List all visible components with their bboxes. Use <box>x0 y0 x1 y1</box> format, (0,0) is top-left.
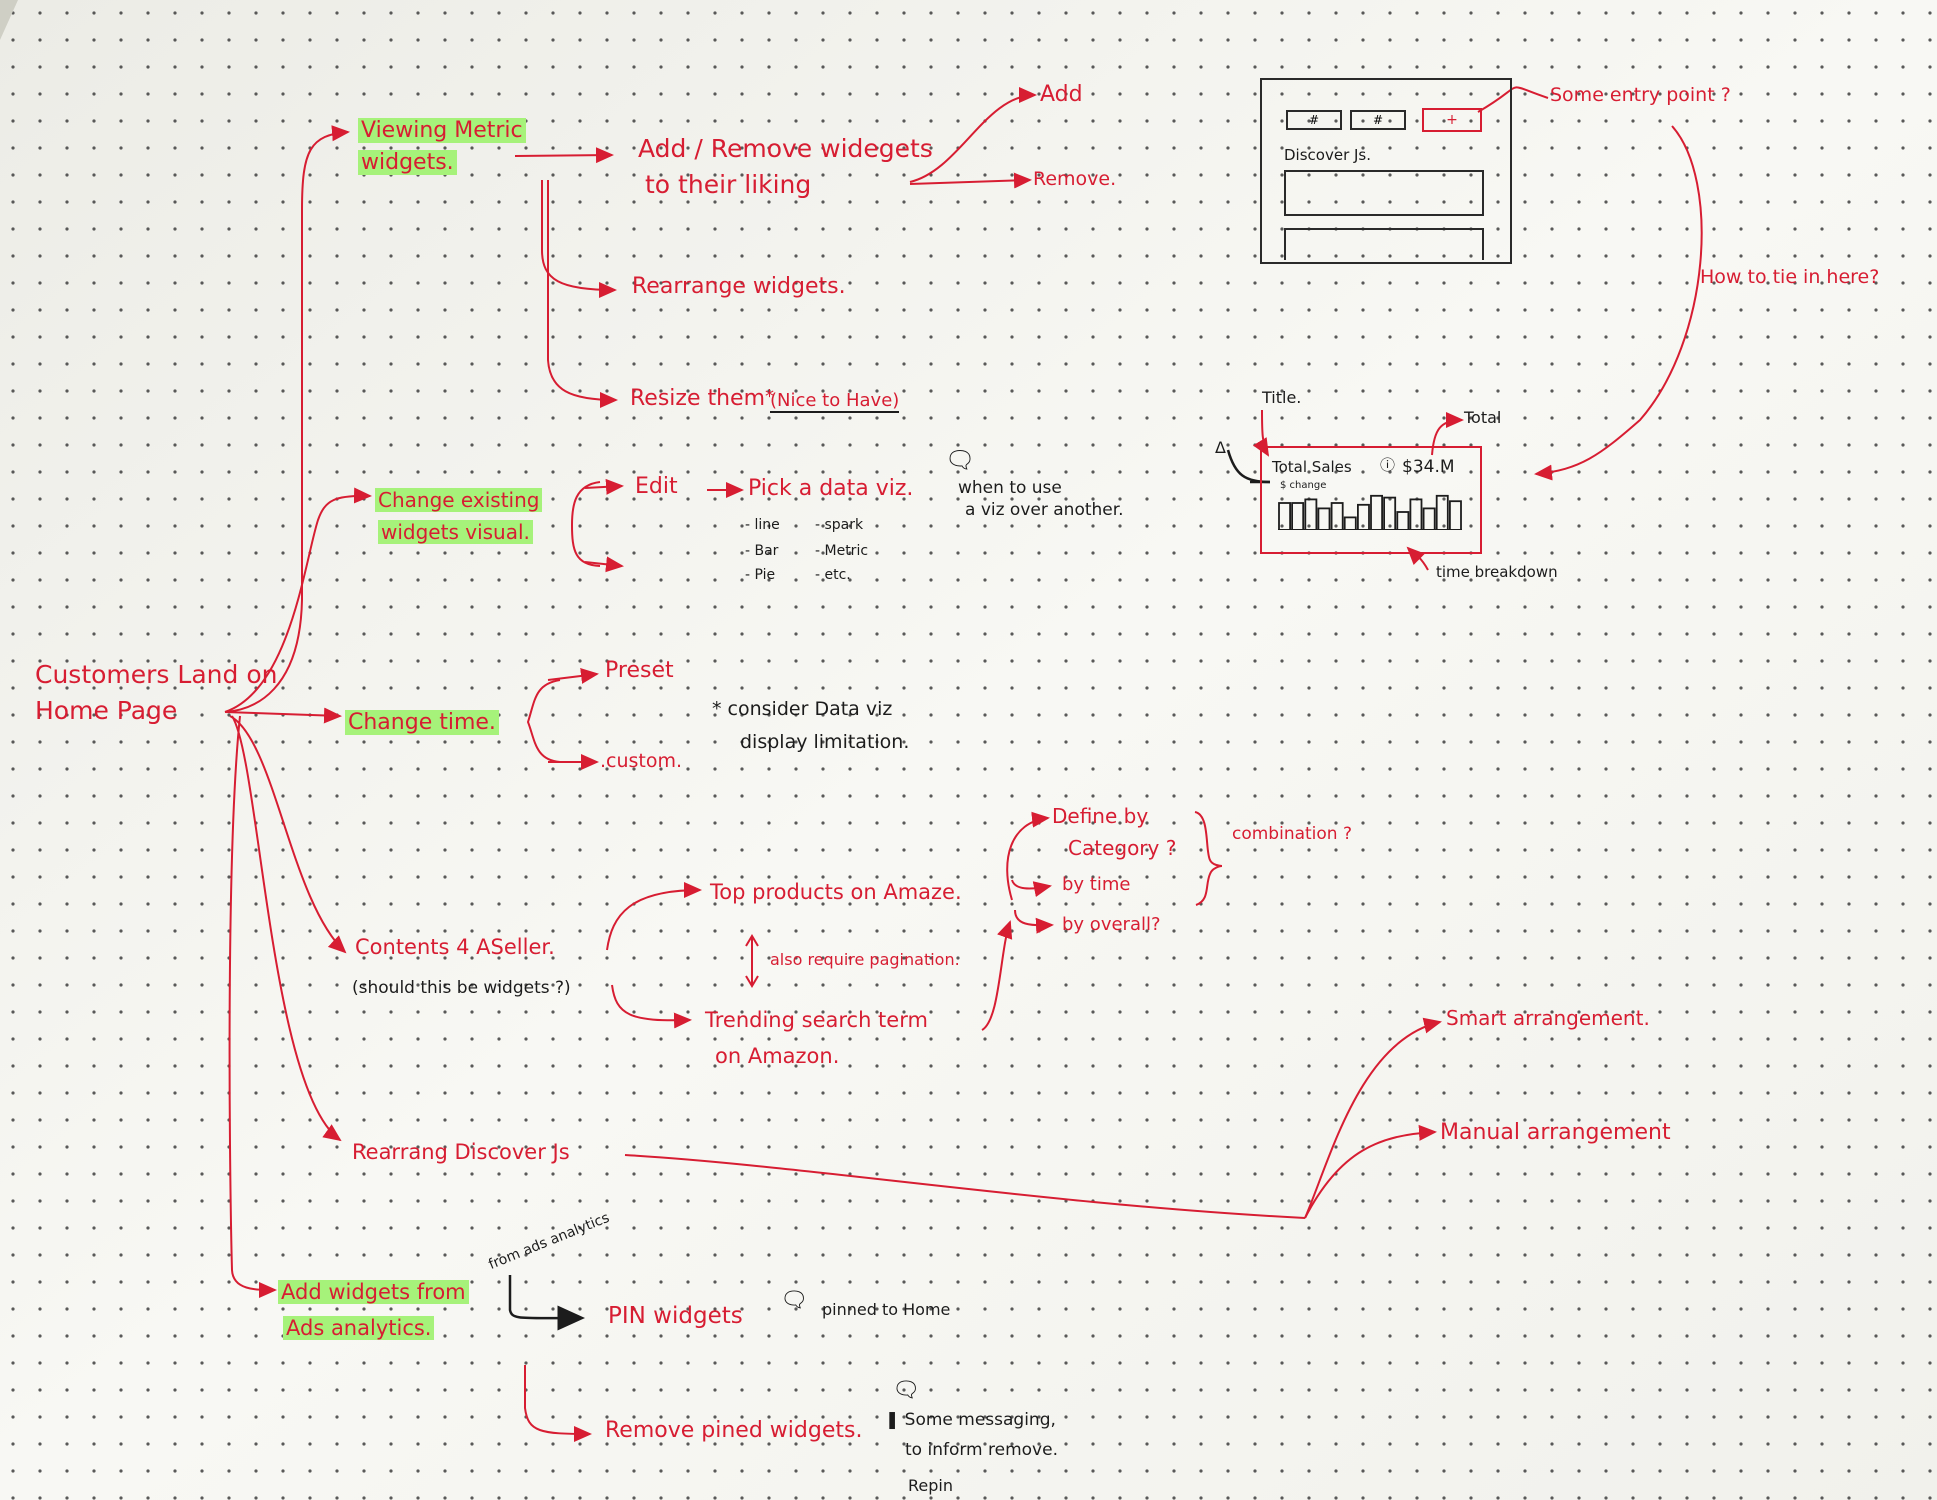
smart-arrangement-node: Smart arrangement. <box>1446 1006 1650 1030</box>
widget-bar <box>1370 494 1384 530</box>
category-node: Category ? <box>1068 836 1177 860</box>
messaging-note-line2: to inform remove. <box>905 1440 1058 1460</box>
widget-bar <box>1343 516 1357 530</box>
add-from-ads-line1: Add widgets from <box>278 1280 469 1304</box>
widget-bar <box>1278 502 1292 530</box>
pick-data-viz-node: Pick a data viz. <box>748 476 914 501</box>
widget-bar <box>1317 507 1331 530</box>
wireframe-content-box <box>1284 170 1484 216</box>
add-remove-widgets-line1: Add / Remove widegets <box>638 134 933 163</box>
add-node: Add <box>1040 82 1083 107</box>
total-note: Total <box>1464 408 1502 427</box>
delta-symbol: Δ <box>1215 438 1226 457</box>
viz-option-spark: - spark <box>815 517 864 533</box>
remove-pinned-node: Remove pined widgets. <box>605 1418 863 1443</box>
viewing-node-line1: Viewing Metric <box>358 118 526 143</box>
pinned-comment-icon: 🗨 <box>780 1288 808 1313</box>
change-time-node: Change time. <box>345 710 499 735</box>
change-visual-node-line2: widgets visual. <box>378 520 533 544</box>
widget-bar <box>1357 503 1370 530</box>
edit-node: Edit <box>635 474 678 499</box>
pinned-note: pinned to Home <box>822 1300 951 1319</box>
wireframe-sketch: # # + Discover Js. <box>1260 78 1512 264</box>
viz-option-line: - line <box>745 517 780 533</box>
widget-bar <box>1435 494 1449 530</box>
by-time-node: by time <box>1062 874 1131 895</box>
viewing-node-line2: widgets. <box>358 150 457 175</box>
messaging-note-line3: Repin <box>908 1476 953 1495</box>
widget-bar <box>1422 507 1436 530</box>
root-node-line2: Home Page <box>35 696 178 725</box>
messaging-note-line1: ❚ Some messaging, <box>885 1410 1056 1430</box>
widget-bar <box>1383 496 1397 530</box>
info-icon: ⓘ <box>1380 456 1396 474</box>
viz-note-line1: when to use <box>958 478 1062 498</box>
time-note-line1: * consider Data viz <box>712 698 893 720</box>
wireframe-button-2: # <box>1350 110 1406 130</box>
title-note: Title. <box>1262 388 1302 407</box>
viz-option-metric: - Metric <box>815 543 869 559</box>
root-node-line1: Customers Land on <box>35 660 278 689</box>
widget-bar <box>1291 502 1305 530</box>
widget-bar <box>1409 498 1423 530</box>
time-note-line2: display limitation. <box>740 731 910 753</box>
messaging-comment-icon: 🗨 <box>892 1378 920 1403</box>
add-remove-widgets-line2: to their liking <box>645 170 812 199</box>
widget-bar <box>1330 502 1344 530</box>
widget-title: Total Sales <box>1272 458 1352 476</box>
manual-arrangement-node: Manual arrangement <box>1440 1120 1671 1145</box>
combination-note: combination ? <box>1232 824 1353 844</box>
widget-bar-chart <box>1278 494 1462 530</box>
wireframe-button-1: # <box>1286 110 1342 130</box>
trending-node-line2: on Amazon. <box>715 1044 840 1068</box>
top-products-node: Top products on Amaze. <box>710 880 962 904</box>
preset-node: Preset <box>605 658 674 683</box>
viz-option-pie: - Pie <box>745 567 776 583</box>
trending-node-line1: Trending search term <box>705 1008 928 1032</box>
wireframe-add-button: + <box>1422 108 1482 132</box>
comment-icon: 🗨 <box>945 446 976 474</box>
widget-sketch: Total Sales ⓘ $34.M $ change <box>1260 446 1482 554</box>
widget-change: $ change <box>1280 480 1327 491</box>
viz-option-etc: - etc. <box>815 567 851 583</box>
rearrange-widgets-node: Rearrange widgets. <box>632 274 846 299</box>
wireframe-label: Discover Js. <box>1284 146 1372 164</box>
pagination-note: also require pagination. <box>770 950 960 969</box>
entry-point-note: Some entry point ? <box>1550 84 1731 106</box>
widget-bar <box>1448 500 1462 530</box>
define-by-node: Define by <box>1052 804 1149 828</box>
remove-node: Remove. <box>1033 168 1117 190</box>
nice-to-have-note: (Nice to Have) <box>770 390 900 413</box>
widget-bar <box>1304 498 1318 530</box>
resize-node: Resize them* <box>630 386 775 411</box>
add-from-ads-line2: Ads analytics. <box>283 1316 435 1340</box>
wireframe-footer-box <box>1284 228 1484 260</box>
pin-widgets-node: PIN widgets <box>608 1303 743 1329</box>
viz-option-bar: - Bar <box>745 543 779 559</box>
widget-bar <box>1396 511 1410 530</box>
widget-value: $34.M <box>1402 457 1455 477</box>
contents-question: (should this be widgets ?) <box>352 978 571 998</box>
tie-in-note: How to tie in here? <box>1700 266 1880 288</box>
contents-node: Contents 4 ASeller. <box>355 935 555 959</box>
by-overall-node: by overall? <box>1062 914 1161 935</box>
viz-note-line2: a viz over another. <box>965 500 1124 520</box>
rearrange-node: Rearrang Discover Js <box>352 1140 570 1164</box>
time-breakdown-note: time breakdown <box>1436 563 1558 581</box>
change-visual-node-line1: Change existing <box>375 488 543 512</box>
custom-node: .custom. <box>600 750 683 772</box>
